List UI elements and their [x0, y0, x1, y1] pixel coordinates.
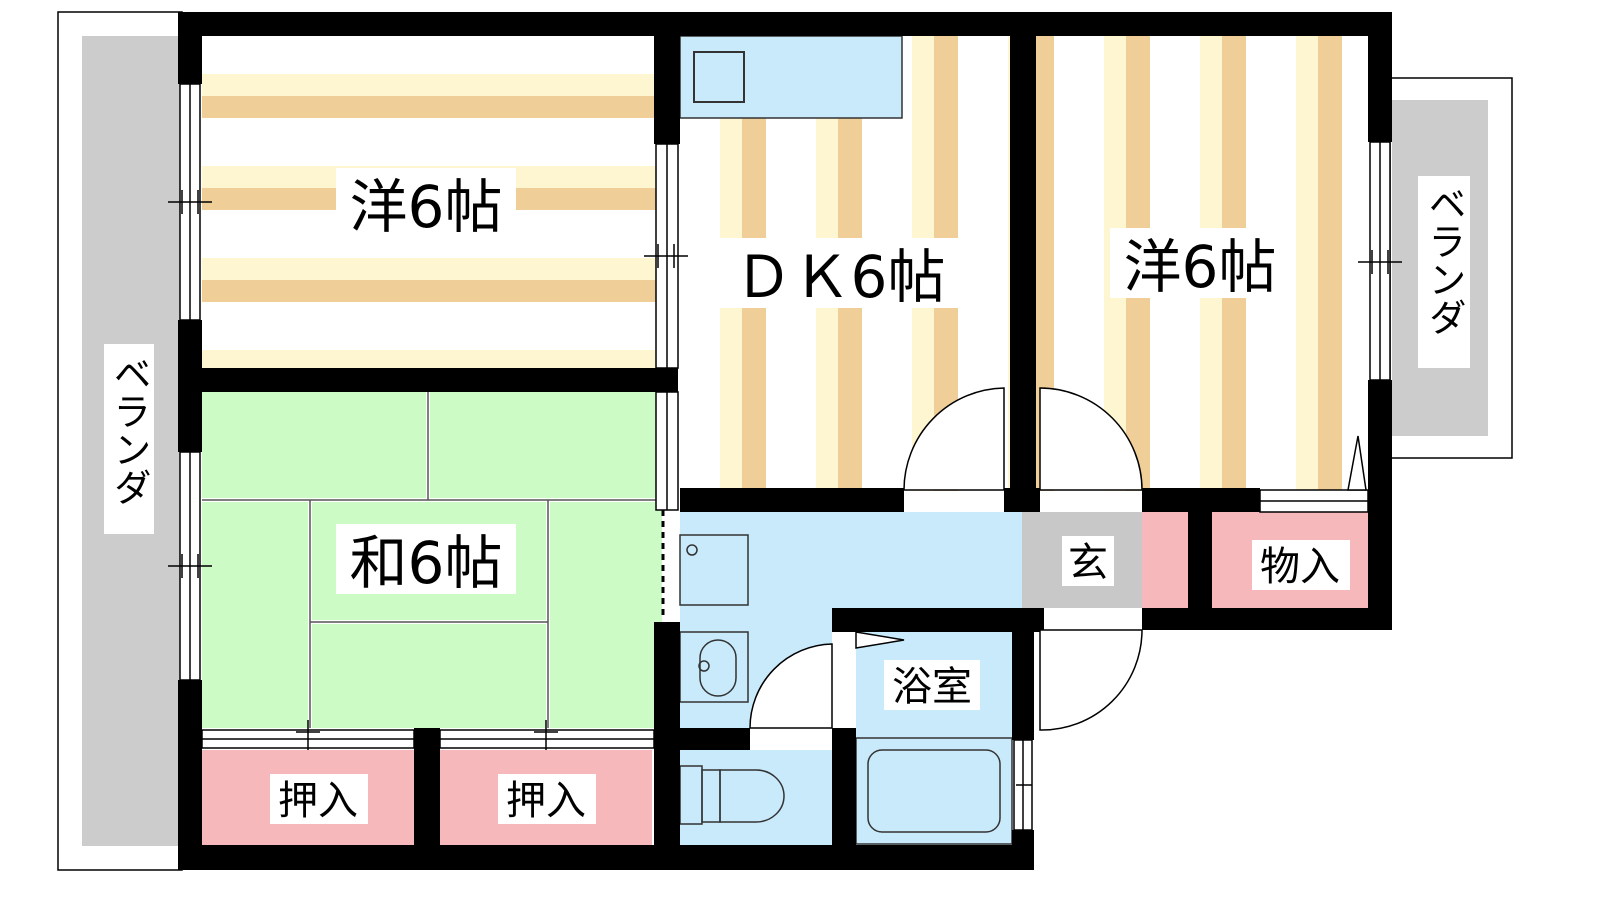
label-closet-2: 押入	[506, 778, 586, 824]
door-swings	[749, 387, 1369, 731]
label-storage: 物入	[1260, 544, 1340, 590]
label-japanese: 和6帖	[350, 529, 503, 597]
window-ticks	[168, 190, 1402, 786]
room-labels: 洋6帖 ＤＫ6帖 洋6帖 和6帖 浴室 玄 物入 押入 押入 ベランダ ベランダ	[104, 168, 1470, 824]
shoe-storage	[1142, 512, 1188, 608]
label-western-left: 洋6帖	[350, 173, 503, 241]
balcony-left	[57, 11, 183, 871]
walls	[178, 12, 1392, 870]
washbasin-icon	[679, 534, 749, 606]
label-entrance: 玄	[1068, 540, 1108, 586]
label-western-right: 洋6帖	[1124, 233, 1277, 301]
label-balcony-right: ベランダ	[1422, 184, 1466, 336]
label-dk: ＤＫ6帖	[735, 243, 946, 311]
label-bath: 浴室	[892, 664, 972, 710]
label-balcony-left: ベランダ	[107, 354, 151, 506]
label-closet-1: 押入	[278, 778, 358, 824]
